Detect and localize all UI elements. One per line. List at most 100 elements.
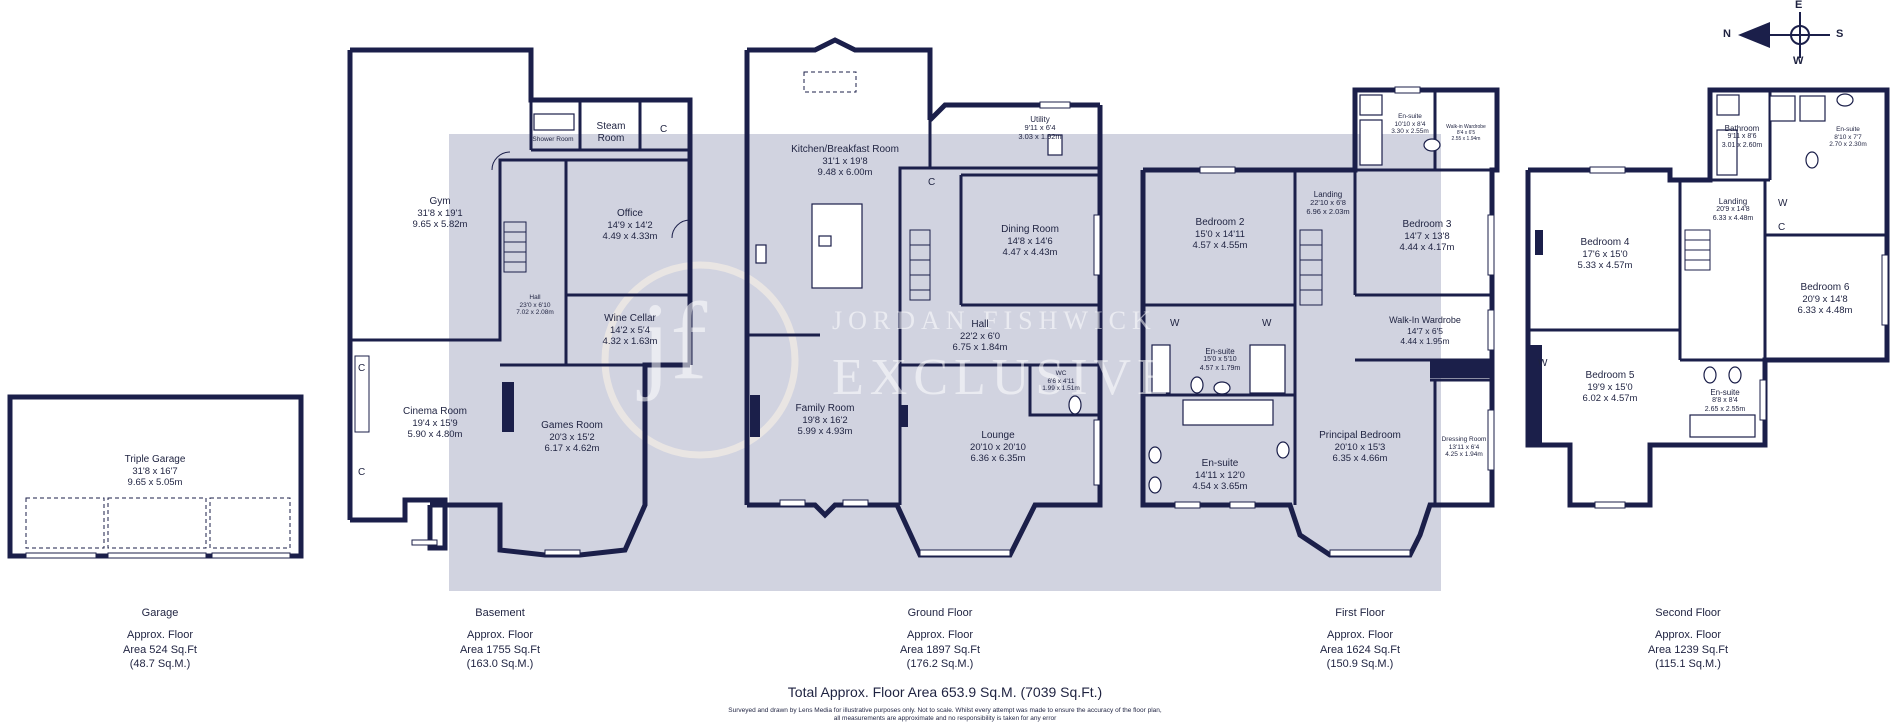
cupboard-marker: C: [1778, 222, 1786, 233]
room-label-ensuite-second-b: En-suite 8'8 x 8'4 2.65 x 2.55m: [1695, 388, 1755, 414]
room-size: 9'11 x 6'4: [1024, 123, 1056, 133]
floor-summary-garage: Garage Approx. Floor Area 524 Sq.Ft (48.…: [90, 606, 230, 671]
floor-area-line: (48.7 Sq.M.): [129, 657, 191, 670]
watermark-line2: EXCLUSIVE: [832, 349, 1175, 406]
ground-floor-plan: [744, 37, 1103, 558]
floor-summary-second: Second Floor Approx. Floor Area 1239 Sq.…: [1618, 606, 1758, 671]
floor-name: Second Floor: [1655, 607, 1721, 619]
room-size: 20'3 x 15'2: [549, 431, 595, 443]
room-label-family-room: Family Room 19'8 x 16'2 5.99 x 4.93m: [785, 403, 865, 437]
room-name: Shower Room: [532, 136, 574, 143]
room-metric: 4.57 x 1.79m: [1199, 364, 1241, 372]
room-label-cinema-room: Cinema Room 19'4 x 15'9 5.90 x 4.80m: [395, 406, 475, 440]
compass-south: S: [1836, 28, 1844, 40]
room-size: 8'8 x 8'4: [1712, 397, 1738, 405]
room-label-ground-hall: Hall 22'2 x 6'0 6.75 x 1.84m: [940, 319, 1020, 353]
room-size: 13'11 x 6'4: [1448, 443, 1480, 451]
room-size: 19'9 x 15'0: [1587, 381, 1633, 393]
room-size: 15'0 x 5'10: [1203, 356, 1237, 364]
room-label-dressing-room: Dressing Room 13'11 x 6'4 4.25 x 1.94m: [1436, 436, 1492, 459]
compass-rose: [1738, 12, 1830, 58]
room-metric: 4.54 x 3.65m: [1192, 481, 1248, 492]
floor-area-line: Approx. Floor: [1654, 629, 1722, 642]
room-metric: 6.35 x 4.66m: [1332, 453, 1388, 464]
floor-area-line: Area 1239 Sq.Ft: [1647, 643, 1729, 656]
room-name: En-suite: [1836, 126, 1860, 133]
room-size: 8'10 x 7'7: [1834, 133, 1862, 141]
room-name: Family Room: [795, 403, 855, 414]
room-name: Bathroom: [1724, 124, 1760, 133]
room-name: WC: [1055, 370, 1067, 377]
disclaimer-line: Surveyed and drawn by Lens Media for ill…: [728, 707, 1162, 714]
room-name: Gym: [429, 196, 451, 207]
room-label-bedroom-4: Bedroom 4 17'6 x 15'0 5.33 x 4.57m: [1565, 237, 1645, 271]
room-metric: 4.49 x 4.33m: [602, 231, 658, 242]
room-size: 19'8 x 16'2: [802, 414, 848, 426]
room-metric: 4.44 x 4.17m: [1399, 242, 1455, 253]
room-metric: 6.02 x 4.57m: [1582, 393, 1638, 404]
room-size: 17'6 x 15'0: [1582, 248, 1628, 260]
room-metric: 1.99 x 1.51m: [1042, 385, 1080, 393]
room-size: 8'4 x 6'5: [1456, 129, 1476, 136]
room-size: 20'9 x 14'8: [1716, 206, 1750, 214]
wardrobe-marker: W: [1538, 358, 1548, 369]
room-name: Office: [617, 208, 643, 219]
room-label-principal-bedroom: Principal Bedroom 20'10 x 15'3 6.35 x 4.…: [1310, 430, 1410, 464]
room-label-dining-room: Dining Room 14'8 x 14'6 4.47 x 4.43m: [990, 224, 1070, 258]
room-label-ensuite-mid: En-suite 15'0 x 5'10 4.57 x 1.79m: [1190, 347, 1250, 373]
floor-name: Basement: [475, 607, 525, 619]
room-label-bedroom-3: Bedroom 3 14'7 x 13'8 4.44 x 4.17m: [1387, 219, 1467, 253]
first-floor-plan: [1140, 86, 1500, 558]
garage-plan: [7, 394, 304, 559]
room-name: Lounge: [981, 430, 1015, 441]
room-label-walk-in-wardrobe-small: Walk-in Wardrobe 8'4 x 6'5 2.55 x 1.94m: [1440, 124, 1492, 143]
room-name: Kitchen/Breakfast Room: [791, 144, 899, 155]
room-metric: 5.99 x 4.93m: [797, 426, 853, 437]
room-metric: 6.33 x 4.48m: [1797, 305, 1853, 316]
cupboard-marker: C: [660, 124, 668, 135]
room-name: En-suite: [1710, 388, 1740, 397]
floor-name: First Floor: [1335, 607, 1385, 619]
room-name: Landing: [1718, 197, 1748, 206]
watermark-monogram-text: jf: [640, 280, 708, 402]
room-metric: 4.57 x 4.55m: [1192, 240, 1248, 251]
room-size: 14'9 x 14'2: [607, 219, 653, 231]
floor-area-line: Approx. Floor: [466, 629, 534, 642]
room-name: Hall: [529, 294, 541, 301]
room-name: Dining Room: [1001, 224, 1059, 235]
wardrobe-marker: W: [1262, 318, 1272, 329]
second-floor-plan: [1525, 87, 1890, 509]
room-name: Bedroom 3: [1402, 219, 1452, 230]
room-label-utility: Utility 9'11 x 6'4 3.03 x 1.92m: [1010, 115, 1070, 142]
basement-plan: [347, 47, 693, 558]
room-metric: 7.02 x 2.08m: [516, 309, 554, 317]
room-size: 6'6 x 4'11: [1047, 377, 1075, 385]
floor-summary-ground: Ground Floor Approx. Floor Area 1897 Sq.…: [870, 606, 1010, 671]
room-size: 14'7 x 6'5: [1407, 325, 1443, 336]
room-name: En-suite: [1398, 113, 1422, 120]
cupboard-marker: C: [358, 363, 366, 374]
room-name: En-suite: [1205, 347, 1235, 356]
room-size: 20'10 x 20'10: [970, 441, 1026, 453]
room-label-lounge: Lounge 20'10 x 20'10 6.36 x 6.35m: [958, 430, 1038, 464]
room-name: Dressing Room: [1441, 436, 1487, 443]
floor-name: Ground Floor: [907, 607, 973, 619]
room-metric: 3.03 x 1.92m: [1018, 132, 1062, 142]
room-size: 31'1 x 19'8: [822, 155, 868, 167]
room-label-wc: WC 6'6 x 4'11 1.99 x 1.51m: [1036, 370, 1086, 393]
room-size: 22'10 x 6'8: [1310, 198, 1346, 208]
floor-area-line: (176.2 Sq.M.): [906, 657, 974, 670]
room-label-ensuite-low: En-suite 14'11 x 12'0 4.54 x 3.65m: [1180, 458, 1260, 492]
room-size: 20'10 x 15'3: [1334, 441, 1386, 453]
room-name: Wine Cellar: [604, 313, 656, 324]
floor-summary-first: First Floor Approx. Floor Area 1624 Sq.F…: [1290, 606, 1430, 671]
watermark-monogram: [601, 261, 799, 459]
room-name: Triple Garage: [124, 454, 186, 465]
room-metric: 9.65 x 5.05m: [127, 477, 183, 488]
cupboard-marker: C: [358, 467, 366, 478]
room-label-bedroom-2: Bedroom 2 15'0 x 14'11 4.57 x 4.55m: [1180, 217, 1260, 251]
room-size: 22'2 x 6'0: [959, 330, 1001, 342]
room-metric: 4.25 x 1.94m: [1445, 451, 1483, 459]
room-metric: 4.44 x 1.95m: [1400, 335, 1450, 346]
